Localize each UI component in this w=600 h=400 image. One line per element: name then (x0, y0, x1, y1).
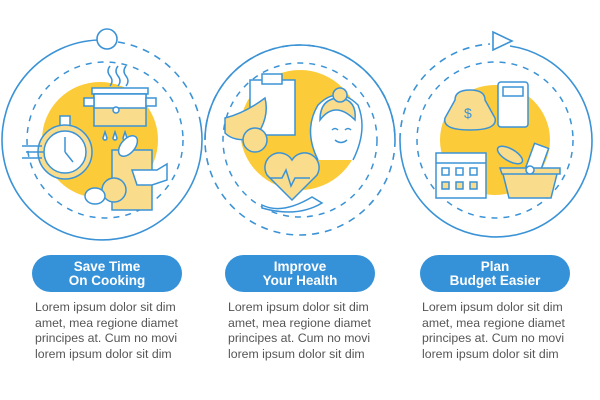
step-2-title-line1: Improve (273, 258, 327, 274)
step-2-title-line2: Your Health (262, 272, 338, 288)
step-3-title-line2: Budget Easier (449, 272, 541, 288)
description-line: lorem ipsum dolor sit dim (228, 346, 365, 361)
description-line: amet, mea regione diamet (35, 315, 178, 330)
step-1-title-line1: Save Time (73, 258, 141, 274)
step-3-title-line1: Plan (480, 258, 510, 274)
right-outer-ring-dashed (399, 43, 491, 141)
left-outer-ring (1, 39, 203, 241)
description-line: amet, mea regione diamet (228, 315, 371, 330)
budget-icon: $ (435, 81, 561, 199)
step-1-description: Lorem ipsum dolor sit dim amet, mea regi… (35, 300, 195, 362)
description-line: amet, mea regione diamet (422, 315, 565, 330)
left-outer-ring-dashed (117, 41, 201, 121)
right-outer-ring (399, 45, 593, 238)
cooking-icon (22, 65, 168, 211)
step-1-title: Save Time On Cooking (32, 255, 182, 292)
description-line: Lorem ipsum dolor sit dim (35, 300, 176, 314)
middle-outer-ring-solid (204, 44, 396, 141)
start-circle-marker (96, 28, 118, 50)
step-2-title: Improve Your Health (225, 255, 375, 292)
step-1-title-line2: On Cooking (68, 272, 146, 288)
illustrations: $ (1, 28, 593, 241)
svg-text:$: $ (464, 105, 472, 121)
step-3-title: Plan Budget Easier (420, 255, 570, 292)
description-line: Lorem ipsum dolor sit dim (422, 300, 563, 314)
health-icon (224, 73, 363, 213)
description-line: principes at. Cum no movi (35, 331, 178, 345)
description-line: principes at. Cum no movi (228, 331, 371, 345)
description-line: lorem ipsum dolor sit dim (422, 346, 559, 361)
step-3-description: Lorem ipsum dolor sit dim amet, mea regi… (422, 300, 582, 362)
play-triangle-marker (492, 30, 514, 52)
description-line: lorem ipsum dolor sit dim (35, 346, 172, 361)
step-2-description: Lorem ipsum dolor sit dim amet, mea regi… (228, 300, 388, 362)
description-line: Lorem ipsum dolor sit dim (228, 300, 369, 314)
description-line: principes at. Cum no movi (422, 331, 565, 345)
